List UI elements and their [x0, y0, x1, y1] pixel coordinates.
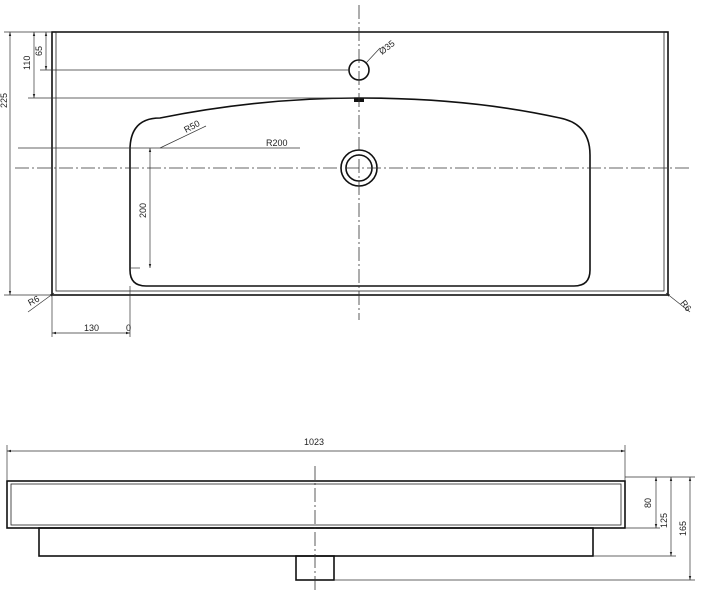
- label-0: 0: [126, 323, 131, 333]
- label-r6-right: R6: [678, 298, 693, 313]
- side-bowl: [38, 527, 594, 557]
- leader-r6-left: [27, 292, 55, 313]
- label-1023: 1023: [304, 437, 324, 447]
- label-80: 80: [643, 498, 653, 508]
- label-200: 200: [138, 203, 148, 218]
- label-r50: R50: [182, 118, 201, 135]
- bowl-outline: [129, 97, 591, 287]
- leader-r50: [159, 125, 207, 149]
- basin-outline: [51, 31, 669, 296]
- top-view: 65 110 225 Ø35 R50 R200 200 R6 R6 130 0: [0, 5, 693, 337]
- label-65: 65: [34, 46, 44, 56]
- label-225: 225: [0, 93, 9, 108]
- basin-inner-edge: [55, 31, 665, 292]
- side-slab-inner: [10, 483, 622, 526]
- leader-r6-right: [665, 292, 691, 313]
- label-d35: Ø35: [377, 38, 397, 56]
- side-slab: [6, 480, 626, 529]
- side-view: 1023 80 125 165: [6, 437, 695, 590]
- label-125: 125: [659, 513, 669, 528]
- leader-d35: [365, 47, 381, 64]
- label-110: 110: [22, 56, 32, 70]
- label-r200: R200: [266, 138, 288, 148]
- label-130: 130: [84, 323, 99, 333]
- label-r6-left: R6: [26, 294, 41, 308]
- label-165: 165: [678, 521, 688, 536]
